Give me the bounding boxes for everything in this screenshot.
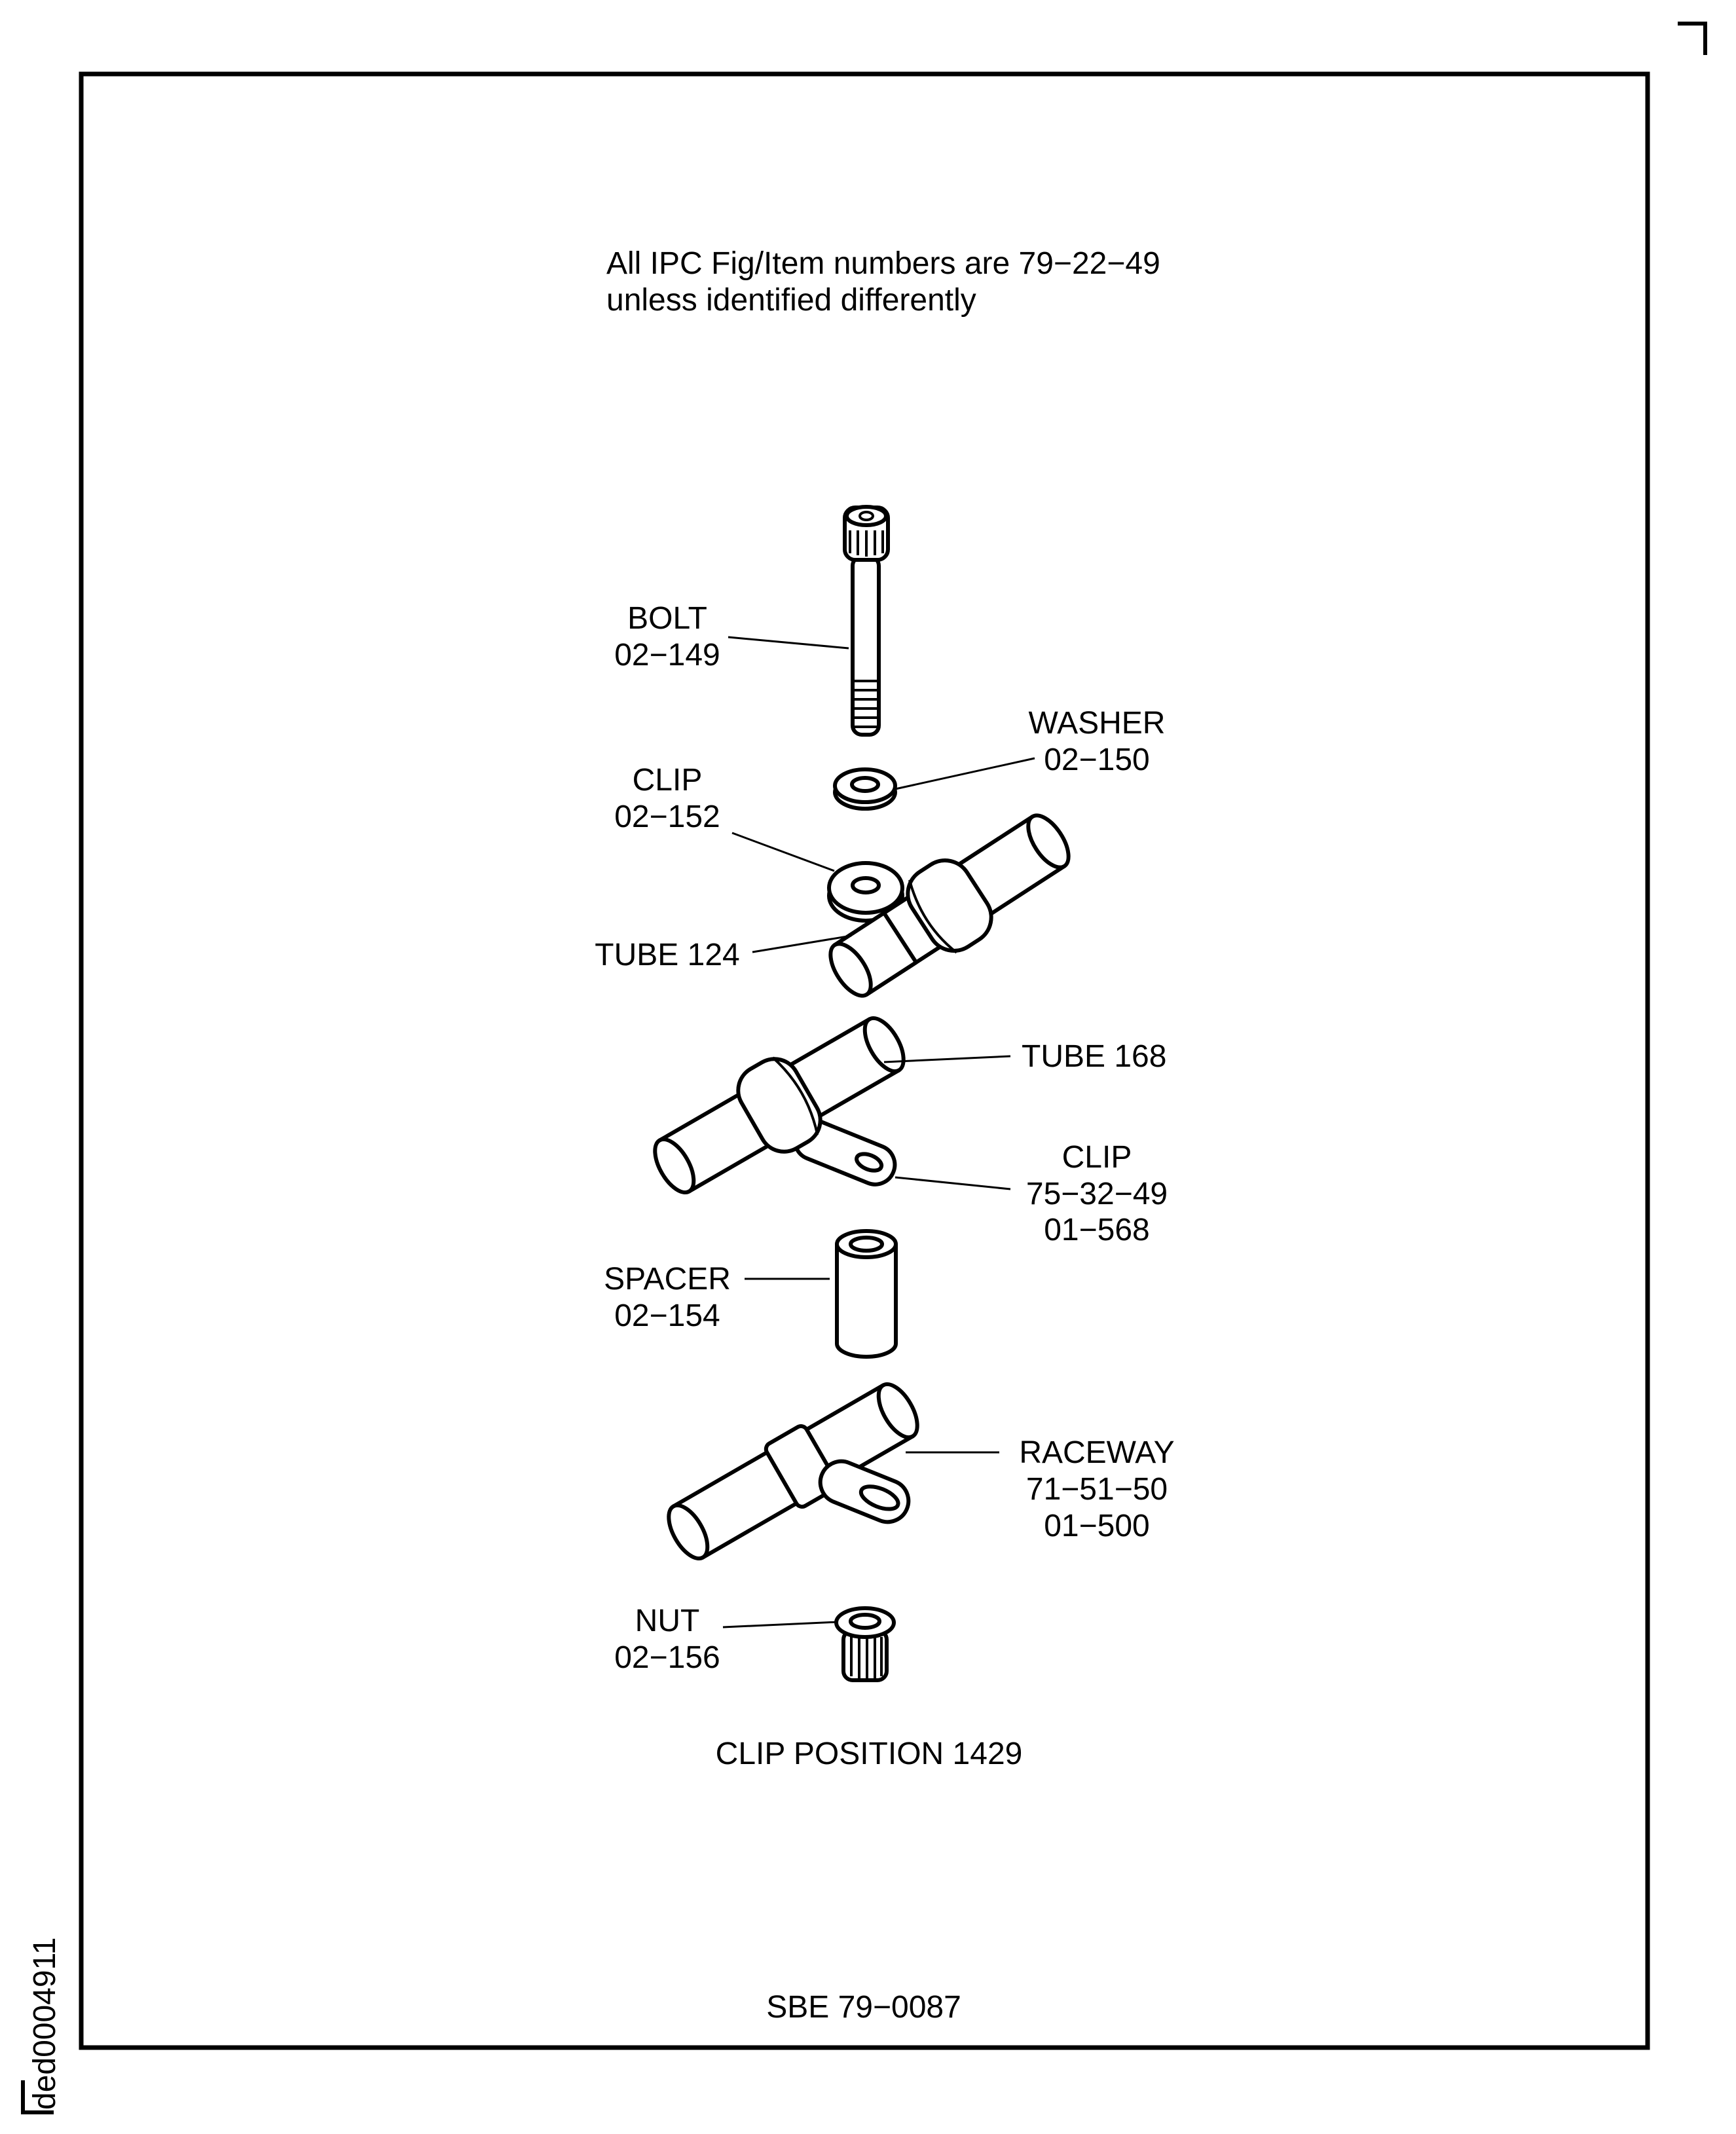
tube-124-label: TUBE 124 xyxy=(595,938,739,972)
page-frame xyxy=(79,71,1650,2050)
raceway-number: 01−500 xyxy=(1044,1509,1150,1543)
washer-drawing xyxy=(833,767,897,811)
bolt-leader-line xyxy=(728,636,849,650)
washer-label: WASHER xyxy=(1029,706,1166,741)
bolt-label: BOLT xyxy=(627,601,707,636)
spacer-number: 02−154 xyxy=(614,1298,720,1333)
clip-lower-number: 01−568 xyxy=(1044,1213,1150,1247)
note-line-2: unless identified differently xyxy=(606,283,976,318)
tube-168-leader-line xyxy=(883,1055,1011,1063)
figure-caption: CLIP POSITION 1429 xyxy=(716,1737,1023,1771)
raceway-drawing xyxy=(667,1382,919,1560)
crop-mark-bottom-left xyxy=(21,2080,54,2114)
clip-lower-label: CLIP xyxy=(1062,1140,1132,1175)
raceway-label: RACEWAY xyxy=(1019,1435,1174,1470)
bolt-drawing xyxy=(843,505,890,737)
clip-upper-and-tube-124-drawing xyxy=(827,813,1071,998)
crop-mark-top-right xyxy=(1678,22,1707,55)
document-reference: SBE 79−0087 xyxy=(766,1990,961,2025)
clip-upper-label: CLIP xyxy=(633,763,703,798)
raceway-ref: 71−51−50 xyxy=(1026,1472,1168,1507)
clip-upper-leader-line xyxy=(731,832,835,872)
clip-lower-ref: 75−32−49 xyxy=(1026,1177,1168,1211)
nut-label: NUT xyxy=(635,1604,700,1638)
spacer-label: SPACER xyxy=(604,1262,731,1297)
washer-leader-line xyxy=(895,757,1035,790)
nut-leader-line xyxy=(722,1621,839,1628)
nut-number: 02−156 xyxy=(614,1640,720,1675)
clip-lower-leader-line xyxy=(895,1176,1011,1190)
figure-id: ded0004911 xyxy=(28,1938,62,2110)
clip-upper-number: 02−152 xyxy=(614,800,720,834)
tube-124-leader-line xyxy=(752,934,852,953)
bolt-number: 02−149 xyxy=(614,638,720,672)
note-line-1: All IPC Fig/Item numbers are 79−22−49 xyxy=(606,246,1160,281)
tube-168-label: TUBE 168 xyxy=(1022,1039,1166,1074)
clip-lower-and-tube-168-drawing xyxy=(653,1016,906,1194)
nut-drawing xyxy=(834,1606,896,1682)
spacer-drawing xyxy=(835,1229,898,1359)
washer-number: 02−150 xyxy=(1044,743,1150,777)
